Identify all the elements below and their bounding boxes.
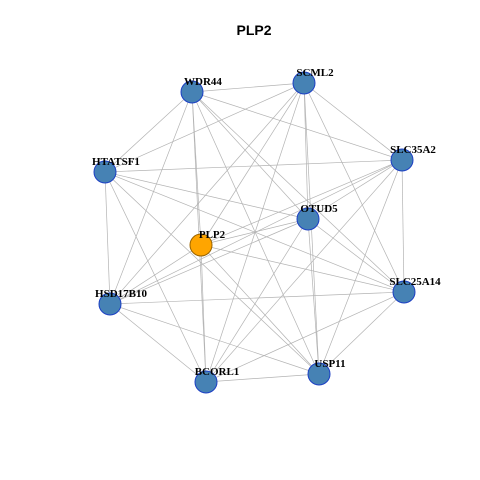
edge-plp2-bcorl1 bbox=[200, 244, 207, 383]
node-label-slc35a2: SLC35A2 bbox=[390, 144, 436, 156]
label-layer: WDR44 SCML2SLC35A2HTATSF1OTUD5PLP2SLC25A1… bbox=[92, 67, 441, 378]
node-slc35a2[interactable] bbox=[390, 148, 414, 172]
edge-wdr44-scml2 bbox=[191, 82, 305, 93]
edge-scml2-slc35a2 bbox=[303, 82, 403, 161]
edge-wdr44-otud5 bbox=[191, 91, 309, 220]
edge-otud5-usp11 bbox=[307, 218, 320, 375]
edge-slc35a2-otud5 bbox=[307, 159, 403, 220]
node-label-htatsf1: HTATSF1 bbox=[92, 156, 140, 168]
node-htatsf1[interactable] bbox=[93, 160, 117, 184]
edge-scml2-otud5 bbox=[303, 82, 309, 220]
edge-wdr44-hsd17b10 bbox=[109, 91, 193, 305]
edge-htatsf1-bcorl1 bbox=[104, 171, 207, 383]
edge-htatsf1-hsd17b10 bbox=[104, 171, 111, 305]
edge-slc25a14-usp11 bbox=[318, 291, 405, 375]
edge-htatsf1-usp11 bbox=[104, 171, 320, 375]
edge-slc25a14-hsd17b10 bbox=[109, 291, 405, 305]
edge-slc35a2-usp11 bbox=[318, 159, 403, 375]
edge-scml2-hsd17b10 bbox=[109, 82, 305, 305]
edge-bcorl1-usp11 bbox=[205, 373, 320, 383]
edge-slc25a14-bcorl1 bbox=[205, 291, 405, 383]
node-hsd17b10[interactable] bbox=[98, 292, 122, 316]
node-label-usp11: USP11 bbox=[314, 358, 345, 370]
edge-scml2-plp2 bbox=[200, 82, 305, 246]
edge-slc35a2-plp2 bbox=[200, 159, 403, 246]
edge-wdr44-slc35a2 bbox=[191, 91, 403, 161]
edge-plp2-slc25a14 bbox=[200, 244, 405, 293]
node-slc25a14[interactable] bbox=[392, 280, 416, 304]
node-label-wdr44: WDR44 bbox=[184, 76, 222, 88]
edge-htatsf1-slc35a2 bbox=[104, 159, 403, 173]
node-label-scml2: SCML2 bbox=[296, 67, 334, 79]
edge-slc35a2-bcorl1 bbox=[205, 159, 403, 383]
node-scml2[interactable] bbox=[292, 71, 316, 95]
edge-hsd17b10-bcorl1 bbox=[109, 303, 207, 383]
edge-otud5-bcorl1 bbox=[205, 218, 309, 383]
edge-scml2-slc25a14 bbox=[303, 82, 405, 293]
edge-slc35a2-hsd17b10 bbox=[109, 159, 403, 305]
node-label-slc25a14: SLC25A14 bbox=[389, 276, 441, 288]
edge-wdr44-usp11 bbox=[191, 91, 320, 375]
node-bcorl1[interactable] bbox=[194, 370, 218, 394]
edge-layer bbox=[104, 82, 405, 383]
edge-slc35a2-slc25a14 bbox=[401, 159, 405, 293]
node-wdr44[interactable] bbox=[180, 80, 204, 104]
node-usp11[interactable] bbox=[307, 362, 331, 386]
node-label-hsd17b10: HSD17B10 bbox=[95, 288, 147, 300]
edge-scml2-htatsf1 bbox=[104, 82, 305, 173]
node-label-bcorl1: BCORL1 bbox=[195, 366, 240, 378]
edge-htatsf1-otud5 bbox=[104, 171, 309, 220]
node-layer bbox=[93, 71, 416, 394]
node-label-plp2: PLP2 bbox=[199, 229, 226, 241]
graph-title: PLP2 bbox=[236, 22, 271, 38]
edge-plp2-usp11 bbox=[200, 244, 320, 375]
edge-hsd17b10-usp11 bbox=[109, 303, 320, 375]
edge-wdr44-htatsf1 bbox=[104, 91, 193, 173]
edge-otud5-hsd17b10 bbox=[109, 218, 309, 305]
node-otud5[interactable] bbox=[296, 207, 320, 231]
node-plp2[interactable] bbox=[189, 233, 213, 257]
edge-otud5-plp2 bbox=[200, 218, 309, 246]
edge-plp2-hsd17b10 bbox=[109, 244, 202, 305]
edge-otud5-slc25a14 bbox=[307, 218, 405, 293]
node-label-otud5: OTUD5 bbox=[300, 203, 338, 215]
edge-wdr44-slc25a14 bbox=[191, 91, 405, 293]
